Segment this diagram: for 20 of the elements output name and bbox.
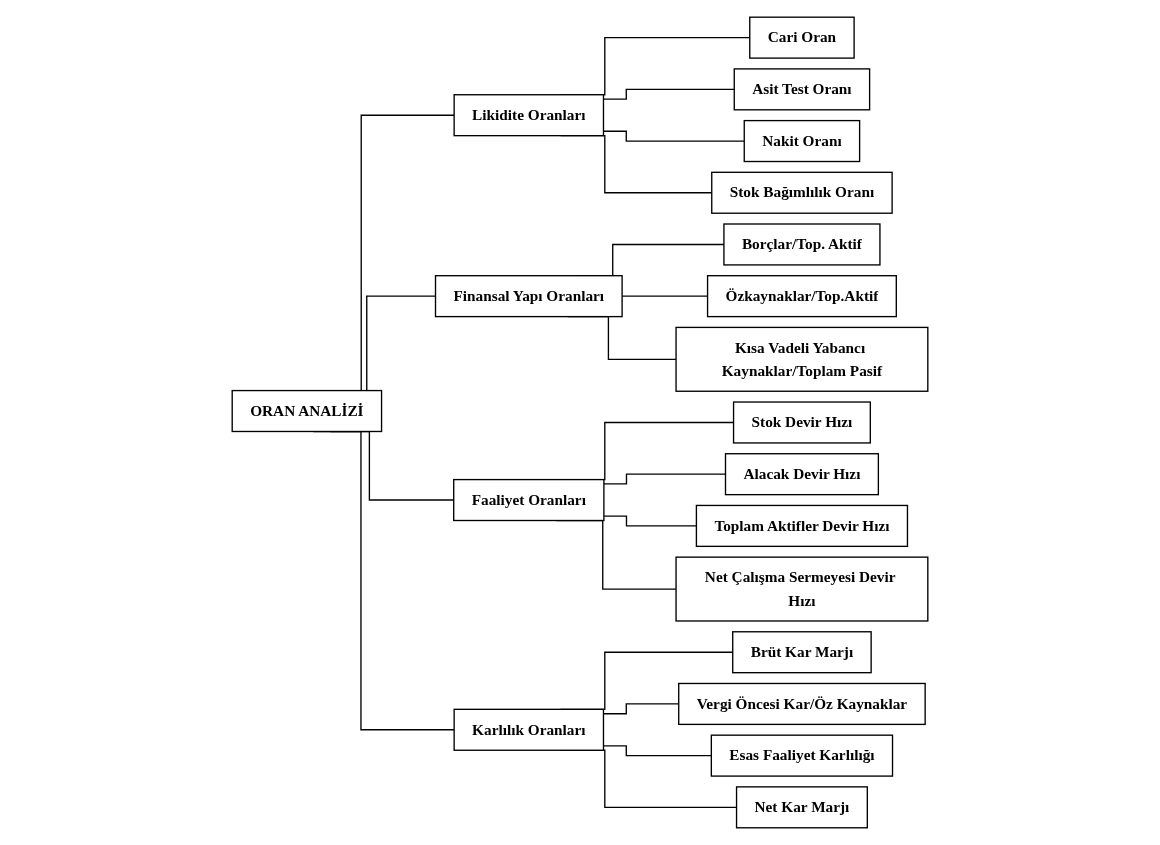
node-box: Esas Faaliyet Karlılığı xyxy=(710,734,894,777)
node-box: Vergi Öncesi Kar/Öz Kaynaklar xyxy=(678,682,926,726)
node-box: Asit Test Oranı xyxy=(733,68,871,111)
node-box: Stok Bağımlılık Oranı xyxy=(711,171,893,214)
node-box: Likidite Oranları xyxy=(453,94,605,137)
node-box: Karlılık Oranları xyxy=(453,708,605,751)
node-box: ORAN ANALİZİ xyxy=(231,389,383,433)
node-box: Stok Devir Hızı xyxy=(732,401,871,444)
node-box: Finansal Yapı Oranları xyxy=(434,275,623,318)
node-box: Net Kar Marjı xyxy=(735,786,868,829)
node-box: Borçlar/Top. Aktif xyxy=(723,223,881,266)
node-box: Brüt Kar Marjı xyxy=(732,631,872,674)
node-box: Özkaynaklar/Top.Aktif xyxy=(706,275,897,318)
node-box: Net Çalışma Sermeyesi Devir Hızı xyxy=(675,556,929,622)
node-box: Nakit Oranı xyxy=(743,119,861,163)
node-box: Alacak Devir Hızı xyxy=(724,453,880,496)
node-box: Toplam Aktifler Devir Hızı xyxy=(695,504,909,548)
node-box: Kısa Vadeli Yabancı Kaynaklar/Toplam Pasif xyxy=(675,326,929,392)
node-box: Faaliyet Oranları xyxy=(453,478,605,522)
node-box: Cari Oran xyxy=(749,16,855,59)
